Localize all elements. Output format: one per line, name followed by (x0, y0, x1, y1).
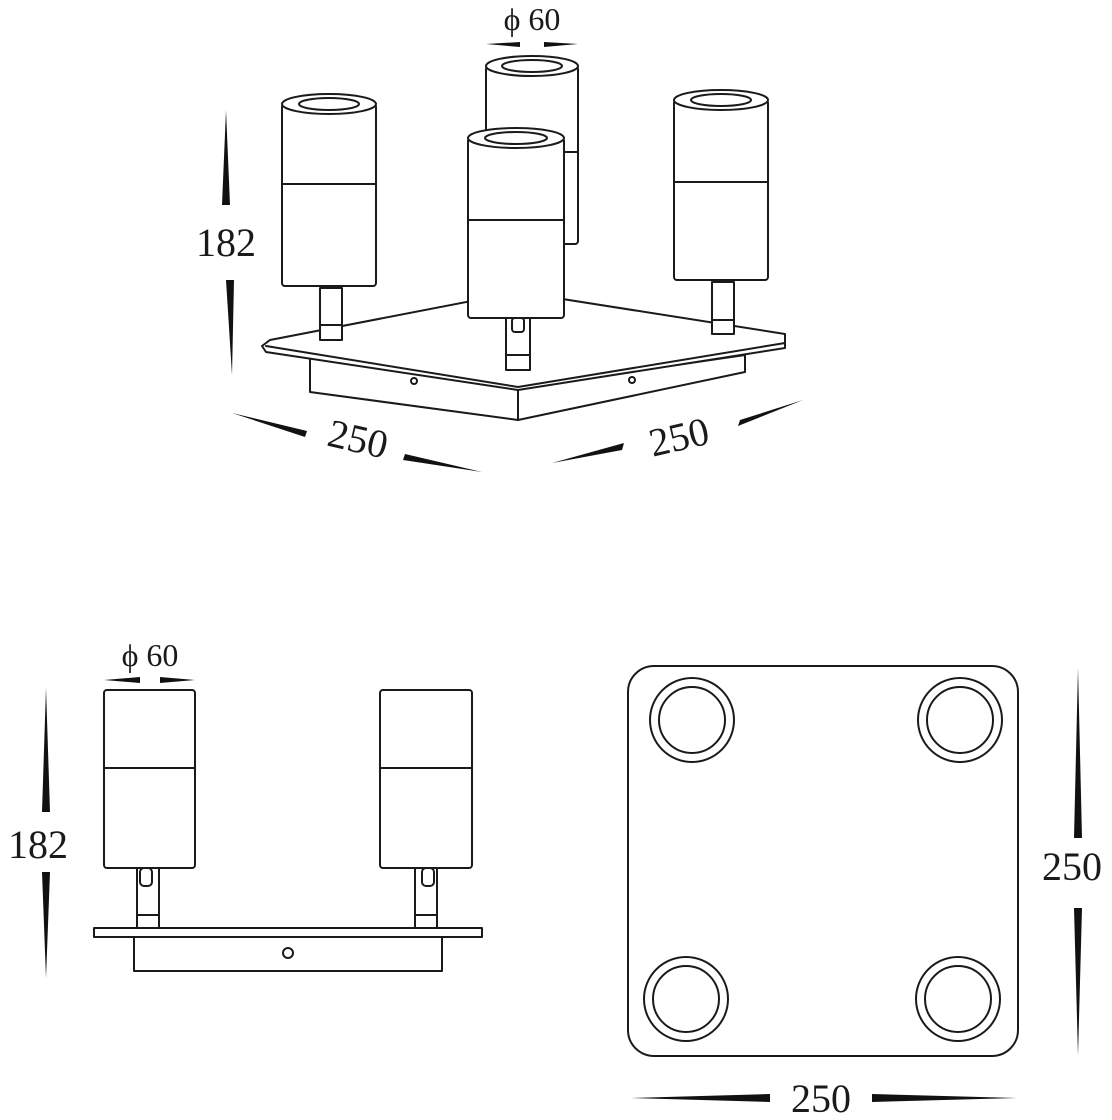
spotlight-right (673, 89, 769, 335)
base-screw-hole (282, 947, 294, 959)
spotlight-left (103, 689, 196, 929)
base-screw-hole-right (628, 376, 636, 384)
dim-label: 182 (196, 220, 256, 265)
dimension-height-perspective: 182 (196, 110, 256, 375)
dim-label: ϕ 60 (504, 1, 561, 37)
mounting-plate (93, 927, 483, 938)
dimension-height-front: 182 (8, 688, 68, 978)
dimension-width-top: 250 (630, 1076, 1018, 1120)
dimension-height-top: 250 (1042, 668, 1102, 1056)
spot-top-left (649, 677, 735, 763)
spotlight-front (467, 127, 565, 371)
front-view: ϕ 60 182 (8, 637, 483, 978)
perspective-view: ϕ 60 182 250 250 (196, 1, 803, 472)
dim-label: 250 (791, 1076, 851, 1120)
spotlight-left (281, 93, 377, 341)
spotlight-right (379, 689, 473, 929)
spot-bottom-left (643, 956, 729, 1042)
mounting-plate-outline (627, 665, 1019, 1057)
dimension-depth-left: 250 (232, 410, 482, 472)
base-screw-hole-left (410, 377, 418, 385)
dimension-diameter-front: ϕ 60 (104, 637, 195, 683)
top-view: 250 250 (627, 665, 1102, 1120)
dim-label: ϕ 60 (122, 637, 179, 673)
dim-label: 250 (324, 410, 393, 467)
base-box (133, 936, 443, 972)
spot-bottom-right (915, 956, 1001, 1042)
dimension-diameter-perspective: ϕ 60 (486, 1, 578, 47)
dim-label: 182 (8, 822, 68, 867)
dim-label: 250 (1042, 844, 1102, 889)
dimension-width-right: 250 (552, 400, 803, 466)
spot-top-right (917, 677, 1003, 763)
dim-label: 250 (645, 408, 714, 465)
